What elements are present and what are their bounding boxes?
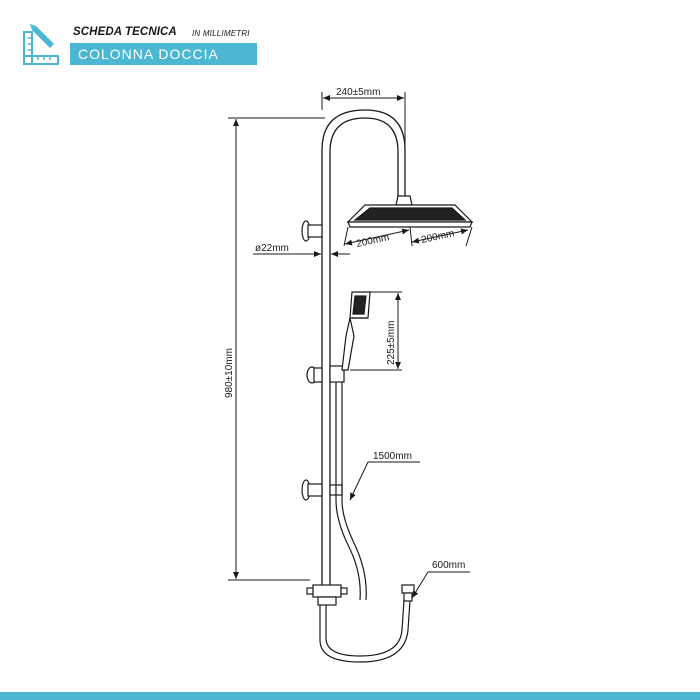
diverter-valve — [306, 584, 348, 606]
footer-accent-bar — [0, 692, 700, 700]
product-name: COLONNA DOCCIA — [78, 46, 219, 62]
slide-holder — [306, 365, 345, 384]
unit-note: IN MILLIMETRI — [192, 29, 250, 38]
ruler-pencil-icon — [23, 24, 59, 65]
dimension-lines — [228, 92, 473, 599]
wall-bracket-top — [301, 220, 323, 242]
sheet-title: SCHEDA TECNICA — [73, 26, 177, 38]
product-banner: COLONNA DOCCIA — [70, 43, 257, 65]
head-width-label: 200mm — [355, 232, 390, 250]
pipe-diameter-label: ø22mm — [255, 243, 289, 254]
shower-head — [346, 195, 474, 228]
column-pipe — [321, 109, 406, 585]
hand-shower-length-label: 225±5mm — [386, 321, 397, 365]
hose-inlet-nut — [401, 584, 415, 602]
hose-length-label: 1500mm — [373, 451, 412, 462]
head-depth-label: 200mm — [420, 228, 455, 246]
inlet-spacing-label: 600mm — [432, 560, 465, 571]
total-height-label: 980±10mm — [224, 348, 235, 398]
hose — [319, 382, 411, 663]
head-reach-label: 240±5mm — [336, 87, 380, 98]
hand-shower — [341, 291, 371, 371]
